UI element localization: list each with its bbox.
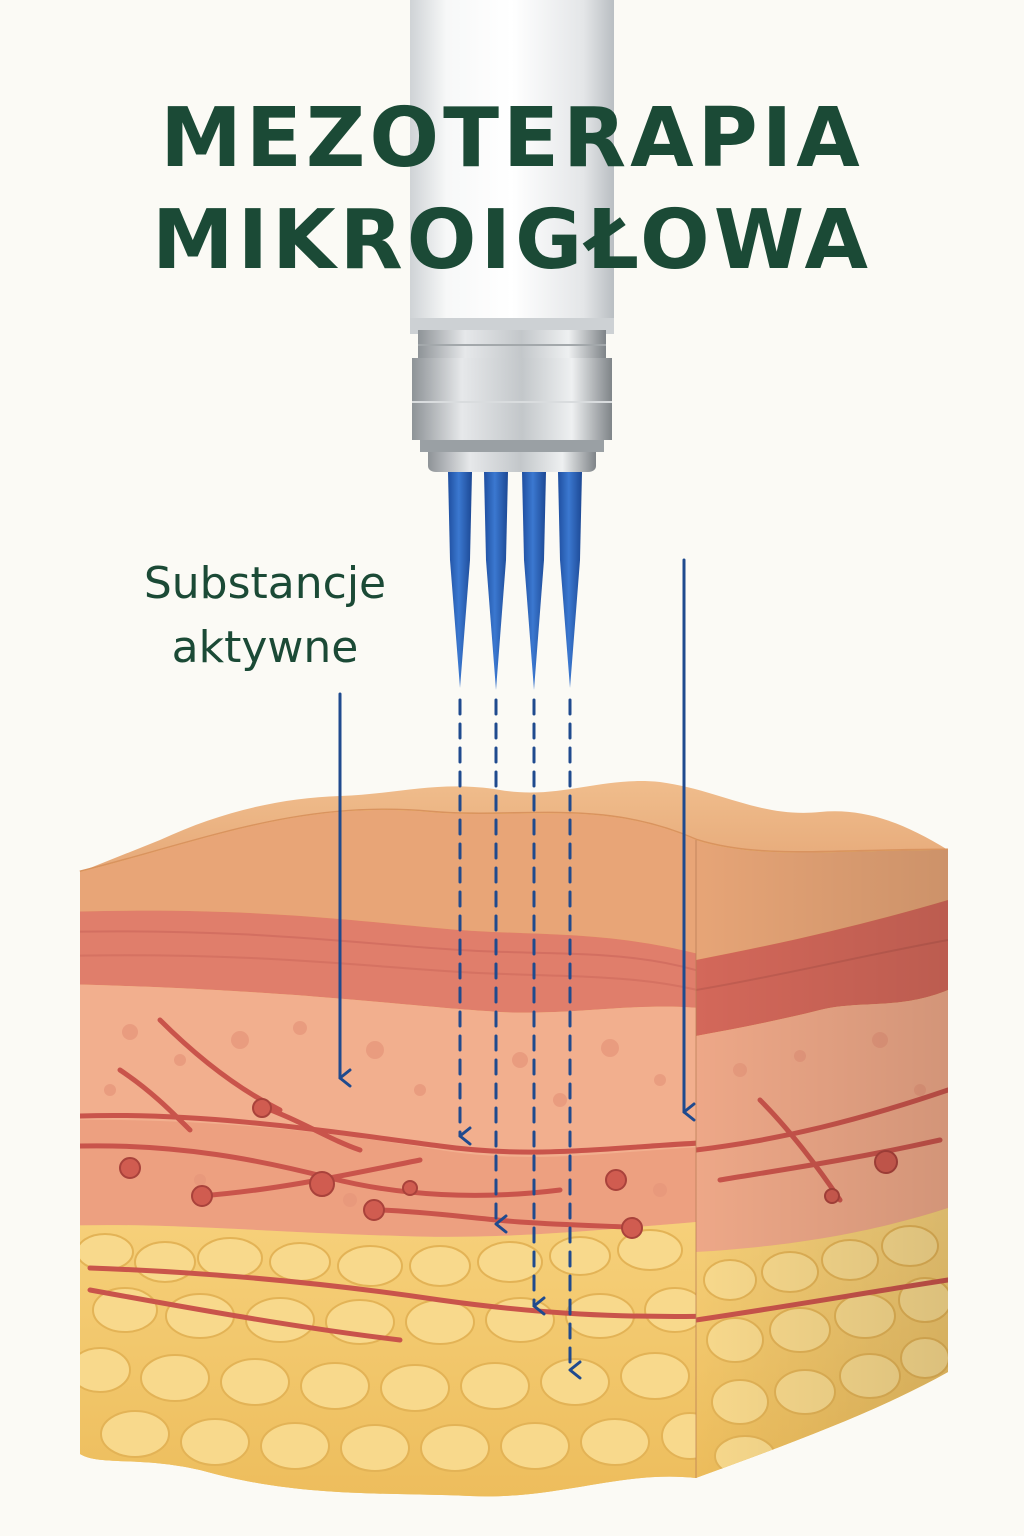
penetration-arrows (338, 558, 696, 1380)
skin-surface (80, 781, 948, 872)
annotation-label-line-1: Substancje (143, 558, 387, 609)
microneedle-pen-icon (410, 0, 614, 472)
needle-icon (484, 472, 508, 690)
epidermis-layer (80, 809, 696, 960)
annotation-label-line-2: aktywne (171, 622, 359, 673)
needle-icon (448, 472, 472, 688)
needle-icon (558, 472, 582, 688)
needle-icon (522, 472, 546, 690)
dermis-layer (80, 910, 696, 1013)
skin-cross-section-icon (79, 781, 949, 1497)
needle-array (448, 472, 582, 690)
